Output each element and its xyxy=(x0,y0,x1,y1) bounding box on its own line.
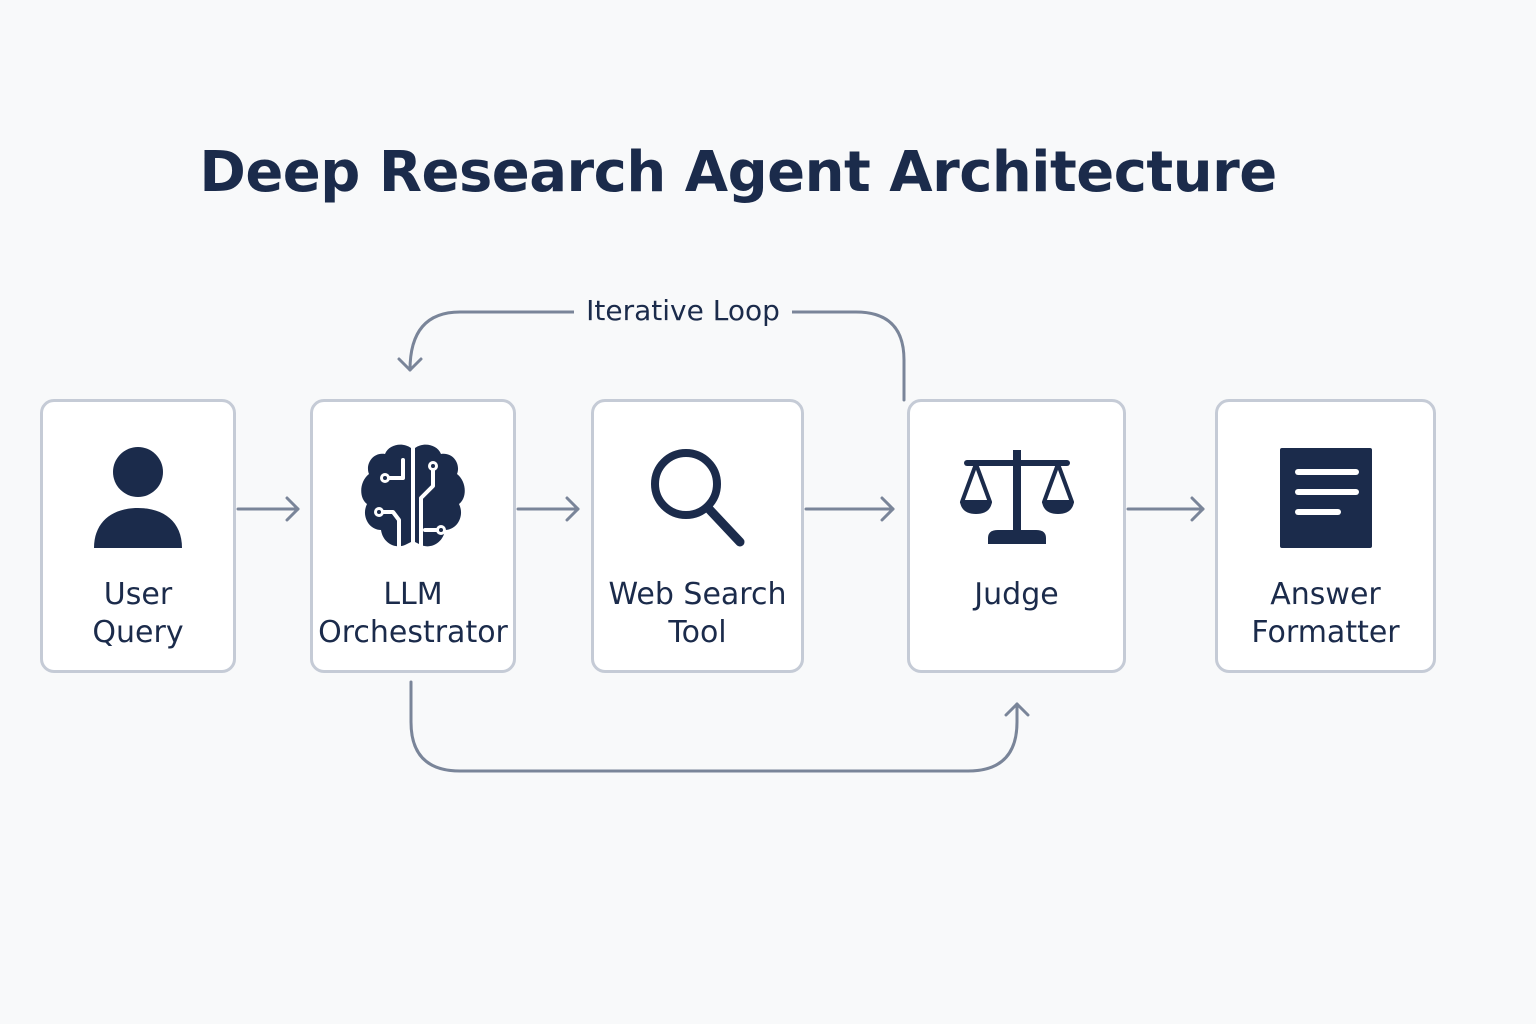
node-web-search-tool[interactable]: Web Search Tool xyxy=(591,399,804,673)
node-judge[interactable]: Judge xyxy=(907,399,1126,673)
scales-icon xyxy=(910,442,1123,554)
node-label: Judge xyxy=(974,577,1059,612)
node-label: Web Search Tool xyxy=(608,577,787,650)
arrow-llm-orchestrator-to-web-search-tool xyxy=(516,496,580,522)
arrow-user-query-to-llm-orchestrator xyxy=(236,496,300,522)
magnifier-icon xyxy=(594,442,801,554)
node-label: Answer Formatter xyxy=(1251,577,1400,650)
node-answer-formatter[interactable]: Answer Formatter xyxy=(1215,399,1436,673)
node-llm-orchestrator[interactable]: LLM Orchestrator xyxy=(310,399,516,673)
arrow-web-search-tool-to-judge xyxy=(804,496,895,522)
page-title: Deep Research Agent Architecture xyxy=(199,140,1277,205)
arrow-llm-orchestrator-to-judge-bottom xyxy=(409,680,1030,773)
node-user-query[interactable]: User Query xyxy=(40,399,236,673)
document-icon xyxy=(1218,442,1433,554)
iterative-loop-label: Iterative Loop xyxy=(574,294,792,327)
arrow-judge-to-answer-formatter xyxy=(1126,496,1205,522)
node-label: LLM Orchestrator xyxy=(318,577,508,650)
user-icon xyxy=(43,442,233,554)
brain-circuit-icon xyxy=(313,442,513,554)
node-label: User Query xyxy=(92,577,184,650)
arrow-iterative-loop xyxy=(397,310,906,402)
